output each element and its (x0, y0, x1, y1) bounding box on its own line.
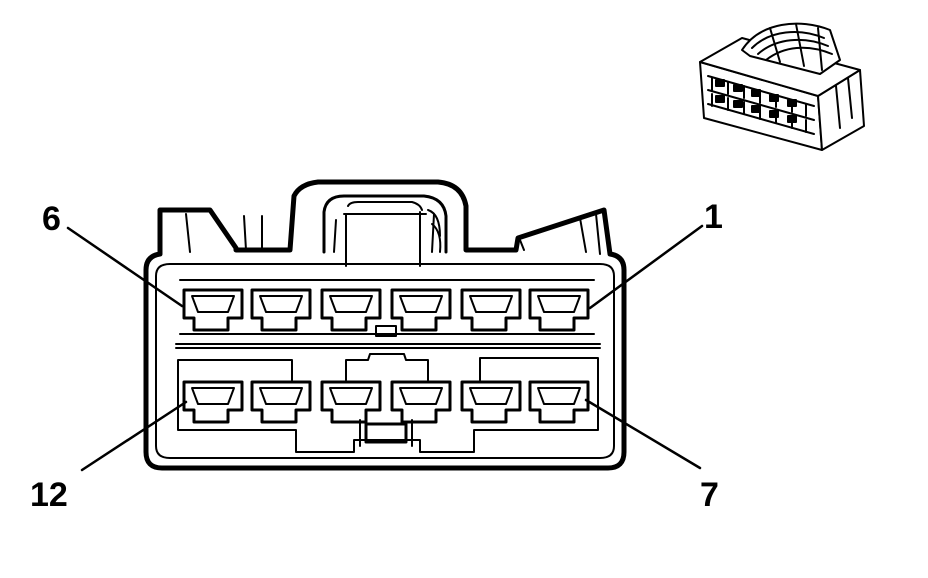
leader-pin-1 (588, 224, 704, 310)
pin-label-6: 6 (42, 200, 61, 238)
cavity-pin-8 (460, 380, 522, 424)
leader-pin-7 (584, 398, 702, 470)
cavity-pin-2 (460, 288, 522, 332)
cavity-pin-4 (320, 288, 382, 332)
cavity-pin-1 (528, 288, 590, 332)
cavity-pin-7 (528, 380, 590, 424)
cavity-pin-6 (182, 288, 244, 332)
latch (322, 194, 448, 254)
keying-block (364, 422, 408, 444)
connector-3d-inset (699, 22, 865, 151)
pin-label-1: 1 (704, 198, 723, 236)
row-divider (175, 343, 601, 349)
cavity-row-lower (182, 380, 590, 424)
cavity-pin-11 (250, 380, 312, 424)
cavity-pin-3 (390, 288, 452, 332)
pin-label-12: 12 (30, 476, 68, 514)
inner-housing (155, 263, 615, 459)
cavity-pin-10 (320, 380, 382, 424)
leader-pin-6 (66, 226, 184, 308)
leader-lines (66, 224, 704, 472)
cavity-pin-9 (390, 380, 452, 424)
leader-pin-12 (80, 400, 188, 472)
pin-label-7: 7 (700, 476, 719, 514)
cavity-row-upper (182, 288, 590, 332)
cavity-pin-12 (182, 380, 244, 424)
connector-face (143, 179, 627, 471)
cavity-pin-5 (250, 288, 312, 332)
connector-housing (143, 179, 627, 471)
